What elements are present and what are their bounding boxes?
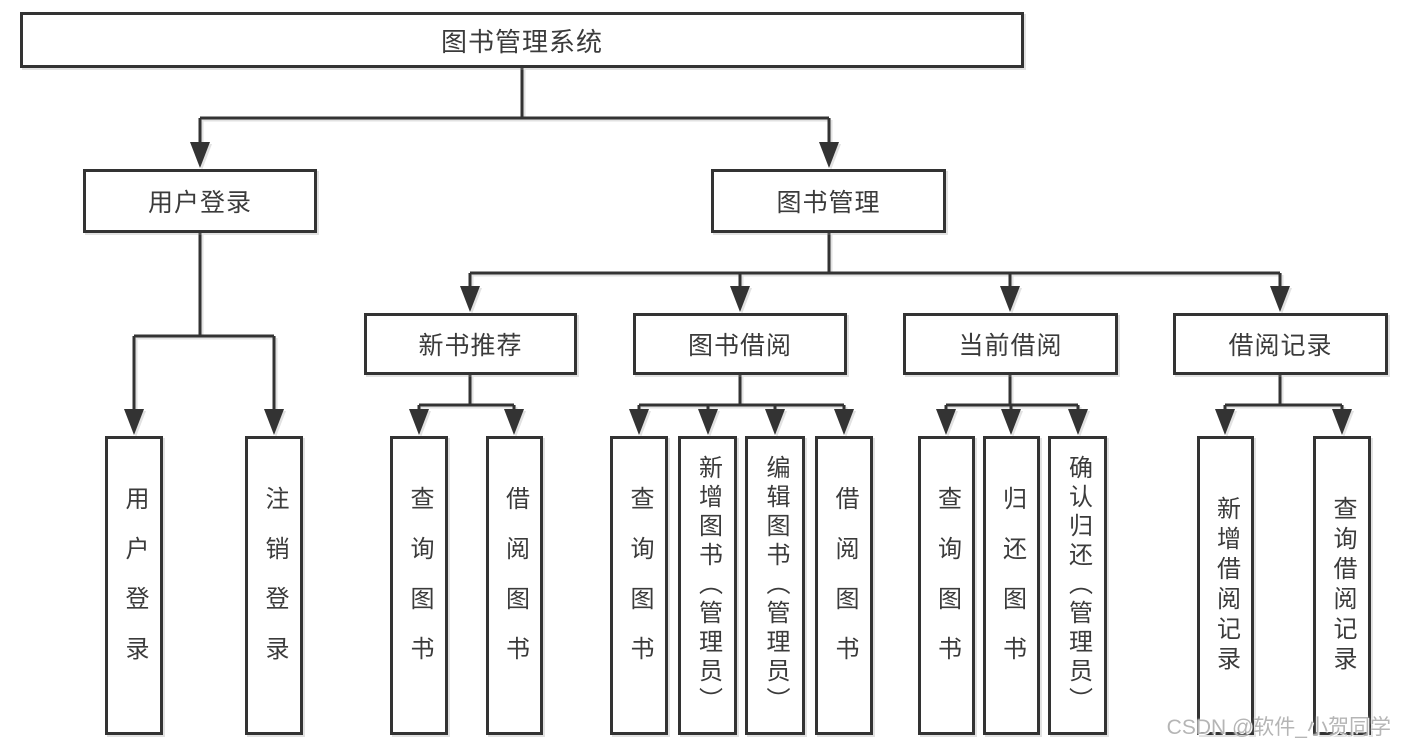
node-label: 借阅图书: [831, 485, 858, 686]
connector-login-branch: [132, 233, 276, 414]
connector-current-branch: [944, 375, 1080, 414]
node-label: 图书借阅: [687, 332, 792, 360]
connector-recommend-branch: [417, 375, 516, 414]
node-label: 借阅图书: [501, 485, 529, 686]
leaf-borrow-books: 借阅图书: [815, 436, 873, 735]
connector-borrow-branch: [637, 375, 846, 414]
leaf-add-book-admin: 新增图书（管理员）: [678, 436, 737, 735]
node-label: 新增借阅记录: [1212, 495, 1240, 676]
connector-root-branch: [198, 68, 831, 146]
leaf-confirm-return-admin: 确认归还（管理员）: [1048, 436, 1107, 735]
node-label: 图书管理: [776, 189, 881, 217]
leaf-user-login: 用户登录: [105, 436, 163, 735]
leaf-query-books-borrow: 查询图书: [610, 436, 668, 735]
node-current-borrow: 当前借阅: [903, 313, 1118, 375]
node-label: 查询图书: [933, 485, 961, 686]
node-label: 新书推荐: [418, 332, 523, 360]
leaf-return-book: 归还图书: [983, 436, 1040, 735]
connector-mgmt-branch: [468, 233, 1282, 291]
node-label: 当前借阅: [958, 332, 1063, 360]
connector-records-branch: [1223, 375, 1344, 414]
node-label: 查询图书: [406, 485, 433, 686]
node-label: 图书管理系统: [440, 26, 603, 57]
node-label: 查询图书: [626, 485, 653, 686]
node-book-management: 图书管理: [711, 169, 946, 233]
leaf-query-borrow-record: 查询借阅记录: [1313, 436, 1371, 735]
node-book-borrow: 图书借阅: [633, 313, 847, 375]
node-library-system: 图书管理系统: [20, 12, 1024, 68]
node-user-login: 用户登录: [83, 169, 317, 233]
leaf-borrow-books-recommend: 借阅图书: [486, 436, 543, 735]
leaf-query-books-recommend: 查询图书: [390, 436, 448, 735]
node-label: 查询借阅记录: [1329, 495, 1356, 676]
node-label: 编辑图书（管理员）: [762, 455, 789, 716]
leaf-query-books-current: 查询图书: [918, 436, 975, 735]
node-new-book-recommend: 新书推荐: [364, 313, 577, 375]
node-label: 确认归还（管理员）: [1064, 455, 1092, 716]
leaf-edit-book-admin: 编辑图书（管理员）: [745, 436, 805, 735]
node-borrow-records: 借阅记录: [1173, 313, 1388, 375]
node-label: 用户登录: [121, 485, 148, 686]
node-label: 注销登录: [261, 485, 288, 686]
node-label: 归还图书: [998, 485, 1026, 686]
csdn-watermark: CSDN @软件_小贺同学: [1166, 716, 1391, 739]
node-label: 用户登录: [147, 189, 252, 217]
leaf-logout: 注销登录: [245, 436, 303, 735]
arrowheads: [124, 142, 1352, 435]
leaf-add-borrow-record: 新增借阅记录: [1197, 436, 1254, 735]
node-label: 新增图书（管理员）: [694, 455, 722, 716]
node-label: 借阅记录: [1228, 332, 1333, 360]
